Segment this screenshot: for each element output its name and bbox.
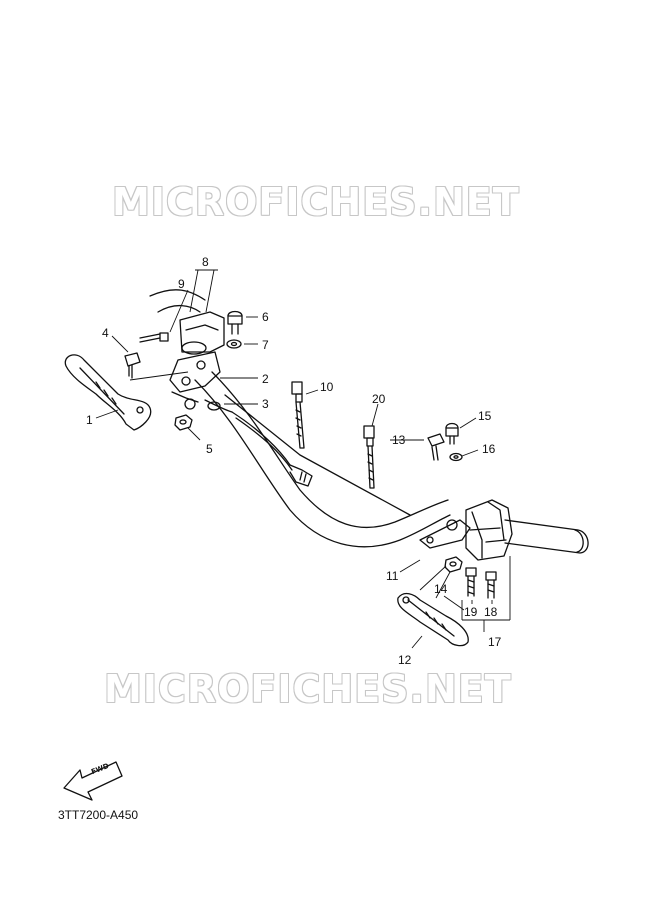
bolt-15 <box>445 422 459 445</box>
washer-7 <box>226 339 242 349</box>
fwd-arrow-icon <box>63 761 123 801</box>
handlebar <box>149 289 589 554</box>
callout-7: 7 <box>262 338 269 352</box>
callout-14: 14 <box>434 582 448 596</box>
callout-12: 12 <box>398 653 412 667</box>
callout-19: 19 <box>464 605 478 619</box>
leader-lines <box>95 269 511 649</box>
washer-16 <box>449 452 463 462</box>
cable-band-20 <box>363 425 375 489</box>
pivot-bolt-left <box>124 352 141 379</box>
right-lever-holder <box>419 519 471 549</box>
callout-4: 4 <box>102 326 109 340</box>
clamp-screw <box>139 332 169 343</box>
callout-5: 5 <box>206 442 213 456</box>
cable-band-10 <box>291 381 305 449</box>
left-lever <box>64 354 152 431</box>
callout-9: 9 <box>178 277 185 291</box>
callout-10: 10 <box>320 380 334 394</box>
diagram-code: 3TT7200-A450 <box>58 808 139 822</box>
callout-11: 11 <box>386 569 399 583</box>
callout-20: 20 <box>372 392 386 406</box>
watermark-bottom: MICROFICHES.NET <box>104 667 512 711</box>
left-lever-holder <box>169 311 225 410</box>
nut-5 <box>174 414 193 431</box>
right-lever <box>397 592 469 647</box>
bolt-6 <box>227 310 243 335</box>
watermark-top: MICROFICHES.NET <box>112 180 520 224</box>
callout-1: 1 <box>86 413 93 427</box>
callout-8: 8 <box>202 255 209 269</box>
callout-6: 6 <box>262 310 269 324</box>
screw-19 <box>465 567 477 597</box>
nut-14 <box>444 556 463 573</box>
callout-15: 15 <box>478 409 492 423</box>
callout-2: 2 <box>262 372 269 386</box>
pivot-bolt-right <box>427 433 445 461</box>
callout-16: 16 <box>482 442 496 456</box>
screw-18 <box>485 571 497 599</box>
callout-13: 13 <box>392 433 406 447</box>
callout-18: 18 <box>484 605 498 619</box>
right-switch-assembly <box>465 499 513 561</box>
callout-17: 17 <box>488 635 502 649</box>
callout-3: 3 <box>262 397 269 411</box>
clutch-cable <box>204 399 313 487</box>
